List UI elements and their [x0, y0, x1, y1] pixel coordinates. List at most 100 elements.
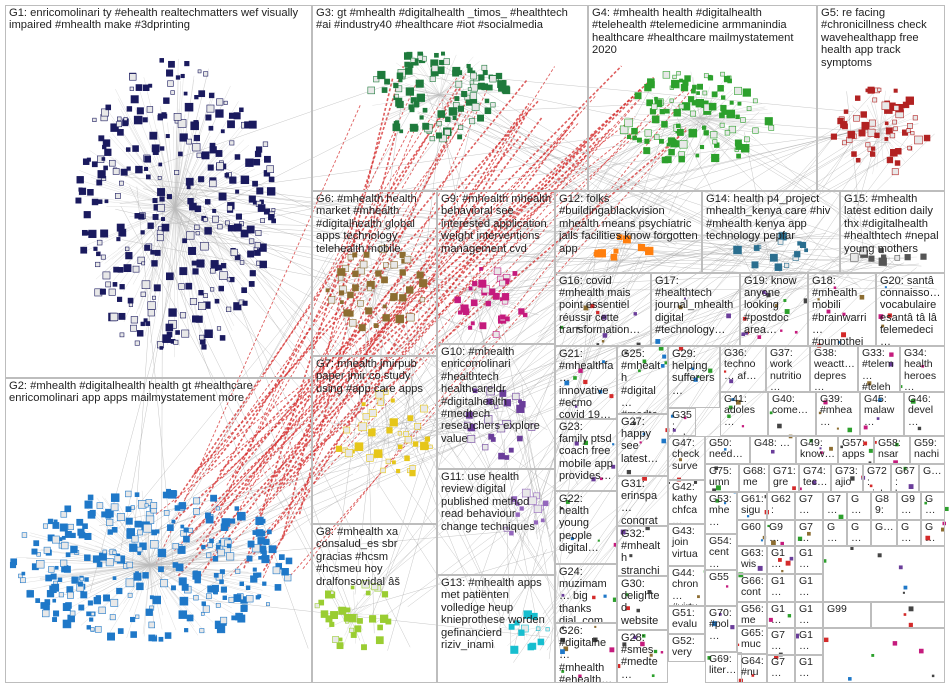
group-cell-small-grid-b[interactable]: [871, 602, 945, 628]
group-cell-g68[interactable]: G68: me…: [739, 464, 769, 492]
group-cell-g52[interactable]: G52: very…: [668, 634, 705, 662]
group-cell-g27[interactable]: G27: happy see latest…: [617, 414, 668, 476]
group-cell-g13[interactable]: G13: #mhealth apps met patiënten volledi…: [437, 575, 555, 683]
group-cell-g22[interactable]: G22: health young people digital…: [555, 491, 617, 564]
group-cell-small-grid-c[interactable]: [823, 628, 945, 683]
group-cell-g23[interactable]: G23: family ptsd coach free mobile app p…: [555, 419, 617, 491]
group-cell-g6x[interactable]: G…: [919, 464, 945, 492]
group-cell-g29[interactable]: G29: helping sufferers…: [668, 346, 720, 408]
group-cell-g45[interactable]: G45: malaw…: [860, 392, 904, 436]
group-cell-gx4[interactable]: G…: [847, 520, 871, 546]
group-cell-gx6[interactable]: G…: [897, 520, 921, 546]
group-cell-g60[interactable]: G60: [737, 520, 765, 546]
group-cell-g48[interactable]: G48: …: [750, 436, 796, 464]
group-cell-g66[interactable]: G66: cont…: [737, 574, 767, 602]
group-cell-g73[interactable]: G73: ajio… dr…: [831, 464, 863, 492]
group-cell-g32[interactable]: G32: #mhealth stranchi…: [617, 526, 668, 576]
group-cell-g11[interactable]: G11: use health review digital published…: [437, 469, 555, 575]
group-cell-g7x[interactable]: G7…: [795, 492, 823, 520]
group-cell-g71[interactable]: G71: gre…: [769, 464, 799, 492]
group-cell-gx1[interactable]: G…: [847, 492, 871, 520]
group-cell-g72[interactable]: G72: viol…: [863, 464, 891, 492]
group-cell-g7w[interactable]: G7…: [767, 628, 795, 655]
group-cell-g1f[interactable]: G1…: [795, 602, 823, 628]
group-cell-g1c[interactable]: G1…: [767, 574, 795, 602]
group-cell-g46[interactable]: G46: devel…: [904, 392, 945, 436]
group-cell-g12[interactable]: G12: folks #buildingablackvision mhealth…: [555, 191, 702, 273]
group-cell-g7[interactable]: G7: mhealth jmirpub paper jmir co study …: [312, 356, 437, 524]
group-cell-gx2[interactable]: G…: [921, 492, 945, 520]
group-cell-g63[interactable]: G63: wis…: [737, 546, 767, 574]
group-cell-g56[interactable]: G56: me…: [737, 602, 767, 626]
group-cell-g1[interactable]: G1: enricomolinari ty #ehealth realtechm…: [5, 5, 312, 378]
group-cell-g24[interactable]: G24: muzimam… big thanks dial_com…: [555, 564, 617, 623]
group-cell-g17[interactable]: G17: #healthtech journal_mhealth digital…: [651, 273, 740, 346]
group-cell-g75[interactable]: G75: umn…: [705, 464, 739, 492]
group-cell-g69[interactable]: G69: liter…: [705, 652, 742, 683]
group-cell-g34[interactable]: G34: health heroes…: [900, 346, 945, 392]
group-cell-g7z[interactable]: G7…: [795, 520, 823, 546]
group-cell-g70[interactable]: G70: #pol…: [705, 606, 737, 652]
group-cell-g16[interactable]: G16: covid #mhealth mais point essentiel…: [555, 273, 651, 346]
group-cell-g30[interactable]: G30: delighted website…: [617, 576, 668, 630]
group-cell-g21[interactable]: G21: #mhealthfa… innovative #ecmo covid …: [555, 346, 617, 419]
group-cell-g14[interactable]: G14: health p4_project mhealth_kenya car…: [702, 191, 840, 273]
group-cell-g59[interactable]: G59: nachi…: [910, 436, 945, 464]
group-cell-g25[interactable]: G25: #mhealth #digital… #medte… #health…: [617, 346, 668, 414]
group-cell-g1a[interactable]: G1…: [767, 546, 795, 574]
group-cell-g99[interactable]: G99: [823, 602, 871, 628]
group-cell-g44[interactable]: G44: chron… #virtu…: [668, 566, 705, 606]
group-cell-g7v[interactable]: G7…: [767, 655, 795, 683]
group-cell-g89[interactable]: G89: an…: [871, 492, 897, 520]
group-cell-g38[interactable]: G38: weactt… depres…: [810, 346, 858, 392]
group-cell-g2[interactable]: G2: #mhealth #digitalhealth health gt #h…: [5, 378, 312, 683]
group-cell-g36[interactable]: G36: techno… af…: [720, 346, 766, 392]
group-cell-g67[interactable]: G67: bre…: [891, 464, 919, 492]
group-cell-g58[interactable]: G58: nsar…: [874, 436, 910, 464]
group-cell-g61[interactable]: G61: sigu…: [737, 492, 767, 520]
group-cell-gx5[interactable]: G…: [871, 520, 897, 546]
group-cell-g19[interactable]: G19: know anyone looking #postdoc area…: [740, 273, 808, 346]
group-cell-g26[interactable]: G26: #digitalhe… #mhealth #ehealth…: [555, 623, 617, 683]
group-cell-g15[interactable]: G15: #mhealth latest edition daily thx #…: [840, 191, 945, 273]
group-cell-g1g[interactable]: G1…: [795, 628, 823, 655]
group-cell-g5[interactable]: G5: re facing #chronicillness check wave…: [817, 5, 945, 191]
group-cell-g64[interactable]: G64: #nu…: [737, 654, 767, 683]
group-cell-g53[interactable]: G53: mhe…: [705, 492, 737, 534]
group-cell-g40[interactable]: G40: come…: [768, 392, 816, 436]
group-cell-g8[interactable]: G8: #mhealth xa consalud_es sbr gracias …: [312, 524, 437, 683]
group-cell-g62[interactable]: G62: syn…: [767, 492, 795, 520]
group-cell-gx3[interactable]: G…: [823, 520, 847, 546]
group-cell-g51[interactable]: G51: evalu…: [668, 606, 705, 634]
group-cell-g1h[interactable]: G1…: [795, 655, 823, 683]
group-cell-g1d[interactable]: G1…: [795, 574, 823, 602]
group-cell-g43[interactable]: G43: join virtua…: [668, 524, 705, 566]
group-cell-g37[interactable]: G37: work nutritio…: [766, 346, 810, 392]
group-cell-g49[interactable]: G49: know…: [796, 436, 838, 464]
group-cell-g6[interactable]: G6: #mhealth health market #mhealth #dig…: [312, 191, 437, 356]
group-cell-g39[interactable]: G39: #mhea…: [816, 392, 860, 436]
group-cell-g20[interactable]: G20: santâ connaisso… vocabulaire esantâ…: [876, 273, 945, 346]
group-cell-g54[interactable]: G54: cent…: [705, 534, 737, 570]
group-cell-g1b[interactable]: G1…: [795, 546, 823, 574]
group-cell-g57[interactable]: G57: apps: [838, 436, 874, 464]
group-cell-g47[interactable]: G47: check surve…: [668, 436, 705, 480]
group-cell-gx7[interactable]: G…: [921, 520, 945, 546]
group-cell-g9[interactable]: G9: #mhealth mhealth behavioral see inte…: [437, 191, 555, 344]
group-cell-g65[interactable]: G65: muc…: [737, 626, 767, 654]
group-cell-g50[interactable]: G50: need…: [705, 436, 750, 464]
group-cell-g41[interactable]: G41: adoles…: [720, 392, 768, 436]
group-cell-g4[interactable]: G4: #mhealth health #digitalhealth #tele…: [588, 5, 817, 191]
group-cell-g28[interactable]: G28: #smes #medte…: [617, 630, 668, 683]
group-cell-g9b[interactable]: G9…: [765, 520, 795, 546]
group-cell-small-grid-a[interactable]: [823, 546, 945, 602]
group-cell-g31[interactable]: G31: erinspa… congrat…: [617, 476, 668, 526]
group-cell-g35[interactable]: G35: sabotag…: [668, 408, 696, 436]
group-cell-g3[interactable]: G3: gt #mhealth #digitalhealth _timos_ #…: [312, 5, 588, 191]
group-cell-g33[interactable]: G33: #telem… #teleh…: [858, 346, 900, 392]
group-cell-g7y[interactable]: G7…: [823, 492, 847, 520]
group-cell-g55[interactable]: G55: [705, 570, 737, 606]
group-cell-g9a[interactable]: G9…: [897, 492, 921, 520]
group-cell-g18[interactable]: G18: #mhealth mobili #brainwarri… #pumpt…: [808, 273, 876, 346]
group-cell-g74[interactable]: G74: tec…: [799, 464, 831, 492]
